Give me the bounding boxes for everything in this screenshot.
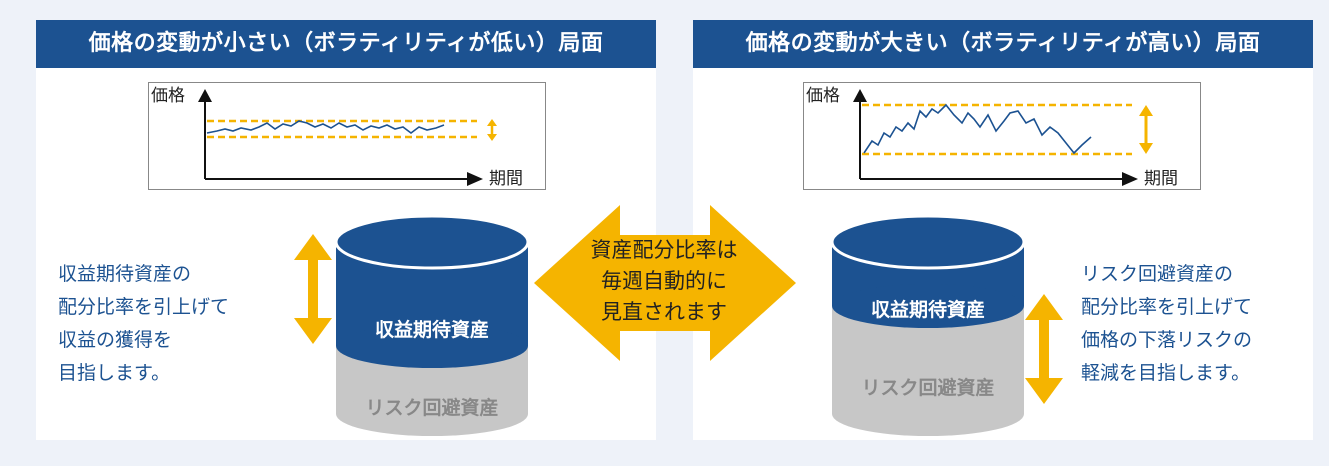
left-description: 収益期待資産の 配分比率を引上げて 収益の獲得を 目指します。 [58, 263, 230, 384]
band-arrow-down-icon [1139, 143, 1153, 154]
band-arrow-up-icon [487, 119, 497, 126]
return-asset-label: 収益期待資産 [870, 299, 985, 321]
price-line [206, 120, 445, 134]
band-arrow-up-icon [1139, 105, 1153, 116]
high-volatility-chart: 価格 期間 [803, 82, 1201, 190]
low-volatility-panel: 価格の変動が小さい（ボラティリティが低い）局面 価格 期間 収益期待資産の 配分… [36, 20, 656, 440]
y-axis-arrow-icon [853, 89, 867, 102]
panel-title: 価格の変動が小さい（ボラティリティが低い）局面 [36, 20, 656, 68]
rebalance-description: 資産配分比率は 毎週自動的に 見直されます [590, 238, 738, 324]
asset-cylinder [334, 214, 530, 436]
high-volatility-panel: 価格の変動が大きい（ボラティリティが高い）局面 価格 期間 収益期待資産 リスク… [693, 20, 1313, 440]
return-asset-label: 収益期待資産 [374, 319, 489, 341]
price-chart-svg [198, 89, 497, 186]
vertical-double-arrow-icon [1025, 294, 1063, 404]
vertical-double-arrow-icon [294, 234, 332, 344]
risk-averse-asset-label: リスク回避資産 [365, 397, 499, 419]
price-chart-svg [853, 89, 1153, 186]
right-description: リスク回避資産の 配分比率を引上げて 価格の下落リスクの 軽減を目指します。 [1081, 263, 1253, 384]
y-axis-label: 価格 [151, 86, 185, 106]
band-arrow-down-icon [487, 134, 497, 141]
price-line [863, 103, 1092, 155]
panel-title: 価格の変動が大きい（ボラティリティが高い）局面 [693, 20, 1313, 68]
y-axis-arrow-icon [198, 89, 212, 102]
risk-averse-asset-label: リスク回避資産 [861, 377, 995, 399]
x-axis-label: 期間 [489, 169, 523, 189]
low-volatility-chart: 価格 期間 [148, 82, 546, 190]
double-headed-arrow-icon [534, 205, 796, 361]
y-axis-label: 価格 [806, 86, 840, 106]
x-axis-label: 期間 [1144, 169, 1178, 189]
asset-cylinder [830, 214, 1026, 436]
x-axis-arrow-icon [1122, 172, 1138, 186]
x-axis-arrow-icon [467, 172, 483, 186]
